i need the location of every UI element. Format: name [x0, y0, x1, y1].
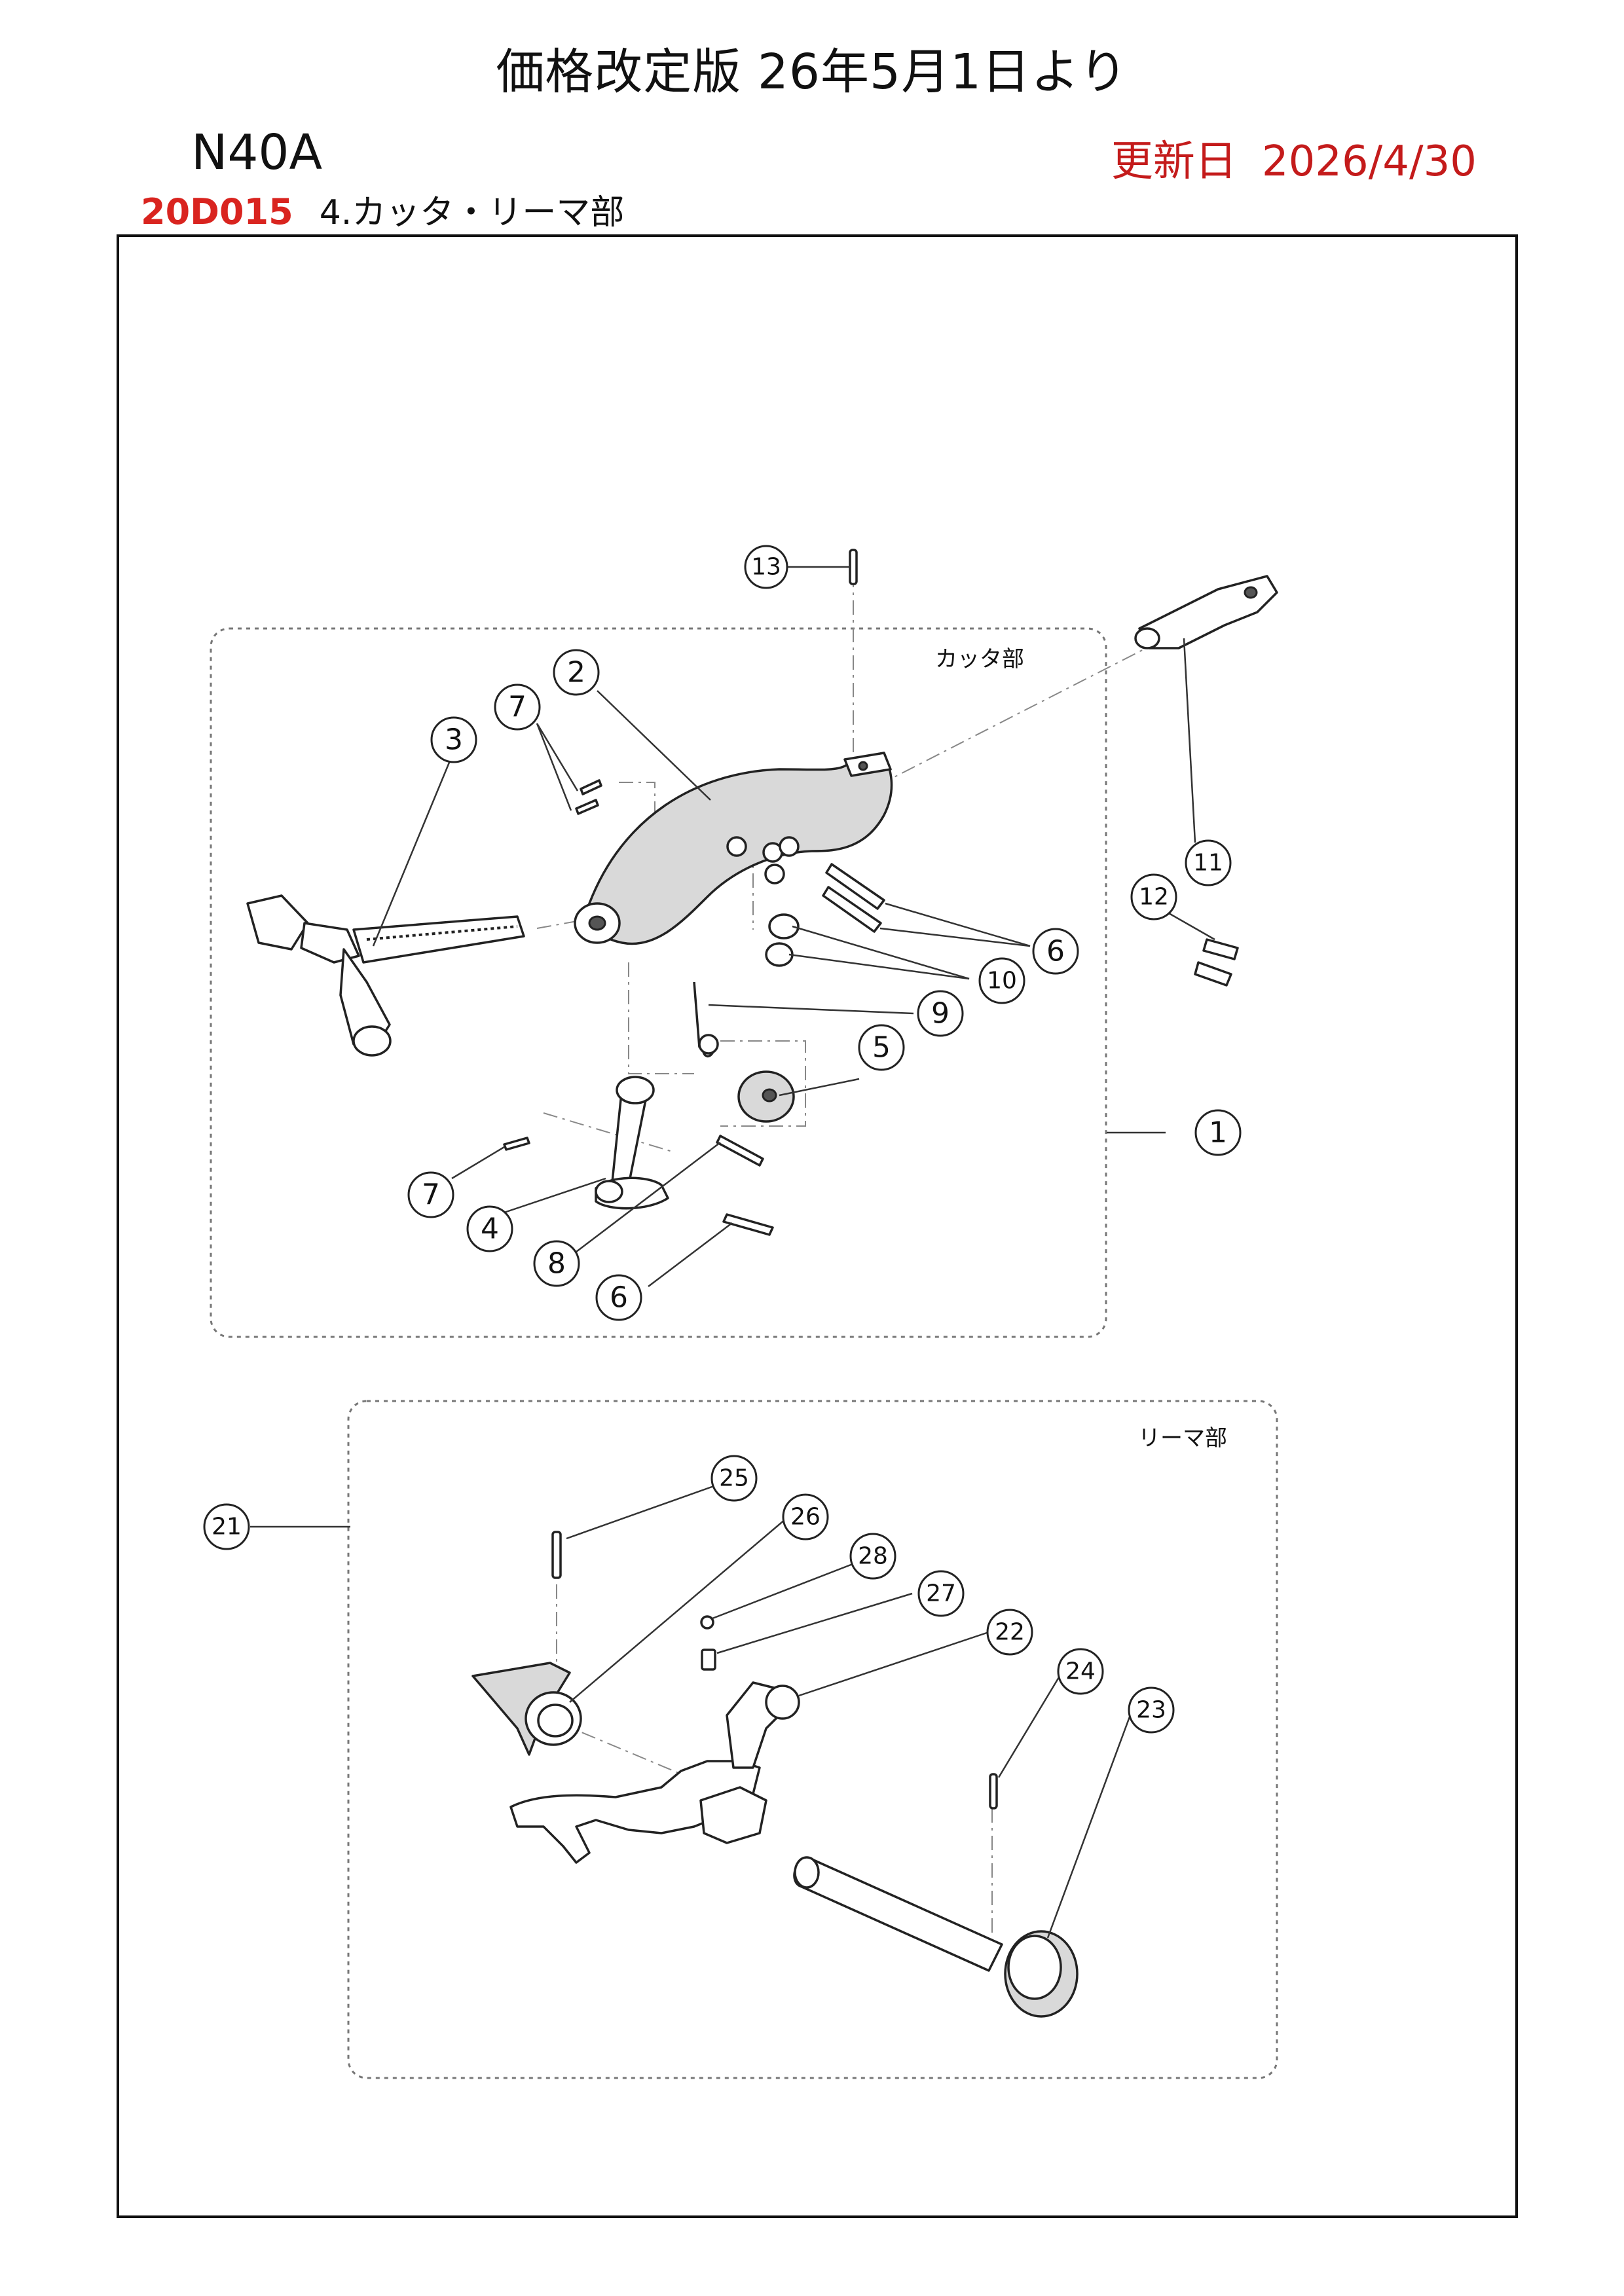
callout-25: 26	[782, 1493, 829, 1540]
svg-text:13: 13	[751, 554, 781, 581]
svg-text:25: 25	[719, 1465, 749, 1492]
reamer-assembly-drawing	[471, 1531, 1079, 2018]
callout-6: 6	[1032, 928, 1079, 975]
callout-13: 12	[1130, 873, 1177, 920]
callout-28: 28	[849, 1533, 896, 1580]
section-code: 20D015	[141, 191, 293, 232]
svg-text:3: 3	[445, 723, 463, 757]
svg-text:1: 1	[1209, 1116, 1227, 1150]
svg-text:8: 8	[547, 1247, 566, 1281]
reamer-group-box	[347, 1400, 1278, 2079]
callout-21: 21	[203, 1503, 250, 1550]
svg-text:5: 5	[872, 1031, 891, 1065]
svg-text:23: 23	[1136, 1697, 1166, 1724]
callout-4: 4	[466, 1205, 513, 1252]
callout-22: 22	[986, 1609, 1033, 1656]
callout-7-lower: 7	[407, 1171, 454, 1218]
page-title: 価格改定版 26年5月1日より	[496, 44, 1128, 100]
svg-text:28: 28	[858, 1543, 888, 1570]
svg-text:11: 11	[1193, 850, 1223, 877]
callout-5: 5	[858, 1024, 905, 1071]
callout-11: 11	[1185, 839, 1232, 886]
svg-text:9: 9	[931, 997, 950, 1030]
svg-text:7: 7	[508, 691, 526, 724]
callout-23: 23	[1128, 1686, 1175, 1734]
svg-text:27: 27	[926, 1580, 956, 1607]
svg-text:10: 10	[987, 968, 1017, 994]
section-heading: 20D015 4.カッタ・リーマ部	[141, 185, 624, 234]
callout-27: 27	[917, 1570, 965, 1617]
update-info: 更新日 2026/4/30	[1111, 128, 1477, 188]
svg-text:4: 4	[481, 1212, 499, 1246]
cutter-group-label: カッタ部	[935, 646, 1024, 672]
svg-text:24: 24	[1065, 1658, 1096, 1685]
svg-text:22: 22	[995, 1619, 1025, 1646]
svg-text:6: 6	[1046, 935, 1065, 968]
svg-text:6: 6	[610, 1281, 628, 1315]
model-name: N40A	[191, 124, 323, 181]
cutter-group-box	[210, 627, 1107, 1338]
svg-text:21: 21	[212, 1514, 242, 1540]
cutter-assembly-drawing	[246, 549, 1278, 1236]
diagram-frame	[117, 234, 1518, 2218]
update-label: 更新日	[1111, 137, 1237, 186]
callout-9: 9	[917, 990, 964, 1037]
callout-12: 13	[744, 545, 788, 589]
svg-text:7: 7	[422, 1178, 440, 1212]
update-date: 2026/4/30	[1261, 137, 1477, 186]
callout-3: 3	[430, 716, 477, 763]
callout-2: 2	[553, 649, 600, 696]
callout-1: 1	[1194, 1109, 1242, 1156]
callout-8: 8	[533, 1240, 580, 1287]
callout-6-lower: 6	[595, 1274, 642, 1321]
svg-text:26: 26	[790, 1504, 821, 1531]
callout-26: 25	[710, 1455, 758, 1502]
callout-10: 10	[978, 957, 1025, 1004]
section-title: 4.カッタ・リーマ部	[319, 193, 625, 232]
reamer-group-label: リーマ部	[1138, 1425, 1227, 1451]
callout-24: 24	[1057, 1648, 1104, 1695]
callout-7: 7	[494, 683, 541, 731]
svg-text:12: 12	[1139, 884, 1169, 911]
svg-text:2: 2	[567, 656, 585, 689]
leader-lines	[250, 566, 1215, 1939]
